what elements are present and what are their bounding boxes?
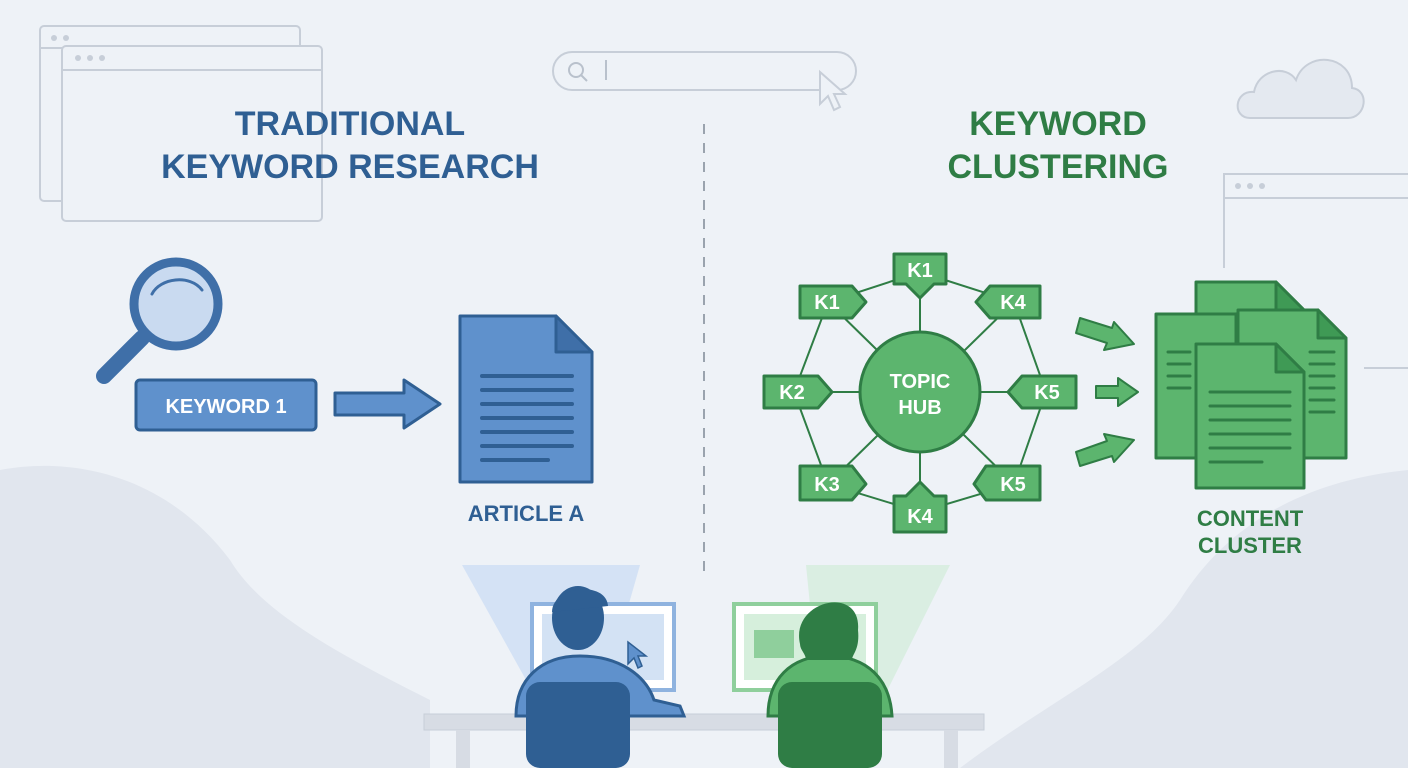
left-title-line1: TRADITIONAL bbox=[235, 105, 465, 143]
browser-window-icon bbox=[1223, 173, 1408, 369]
left-title-line2: KEYWORD RESEARCH bbox=[161, 148, 539, 186]
topic-hub bbox=[858, 330, 982, 454]
cluster-node-k5-lower-right: K5 bbox=[972, 464, 1042, 502]
cluster-node-k2-left: K2 bbox=[762, 374, 834, 410]
topic-hub-label-line1: TOPIC bbox=[890, 371, 951, 393]
cluster-node-k1-top: K1 bbox=[892, 252, 948, 300]
content-cluster-label-line2: CLUSTER bbox=[1198, 533, 1302, 558]
arrow-right-icon bbox=[333, 378, 442, 430]
arrow-right-icon bbox=[1075, 317, 1139, 467]
document-icon bbox=[1154, 280, 1348, 490]
cluster-node-k1-upper-left: K1 bbox=[798, 284, 868, 320]
cluster-node-label: K1 bbox=[907, 260, 933, 282]
person-icon bbox=[514, 586, 687, 768]
background-hill-left bbox=[0, 465, 430, 768]
cluster-node-label: K1 bbox=[814, 292, 840, 314]
cluster-node-k5-right: K5 bbox=[1006, 374, 1078, 410]
cluster-node-label: K4 bbox=[907, 506, 933, 528]
document-lines bbox=[1166, 350, 1336, 464]
desk-leg-right bbox=[944, 730, 958, 768]
cluster-node-label: K3 bbox=[814, 474, 840, 496]
cluster-node-k4-upper-right: K4 bbox=[974, 284, 1042, 320]
desk bbox=[423, 713, 985, 731]
keyword-1-box bbox=[134, 378, 318, 432]
search-bar-icon bbox=[552, 51, 857, 91]
content-cluster-label-line1: CONTENT bbox=[1197, 506, 1304, 531]
topic-hub-label-line2: HUB bbox=[898, 397, 941, 419]
cluster-node-label: K5 bbox=[1034, 382, 1060, 404]
person-icon bbox=[766, 602, 894, 768]
right-title-line1: KEYWORD bbox=[969, 105, 1147, 143]
cluster-node-label: K4 bbox=[1000, 292, 1026, 314]
cloud-icon bbox=[1236, 58, 1365, 119]
desk-leg-left bbox=[456, 730, 470, 768]
keyword-1-label: KEYWORD 1 bbox=[165, 396, 286, 418]
cluster-node-label: K5 bbox=[1000, 474, 1026, 496]
browser-window-icon bbox=[39, 25, 323, 222]
cluster-node-k3-lower-left: K3 bbox=[798, 464, 868, 502]
cluster-node-label: K2 bbox=[779, 382, 805, 404]
document-icon bbox=[458, 314, 594, 484]
magnifier-icon bbox=[96, 257, 223, 384]
article-a-label: ARTICLE A bbox=[468, 501, 585, 526]
right-title-line2: CLUSTERING bbox=[948, 148, 1169, 186]
cluster-node-k4-bottom: K4 bbox=[892, 480, 948, 534]
background-hill-right bbox=[960, 470, 1408, 768]
cursor-icon bbox=[819, 69, 848, 112]
